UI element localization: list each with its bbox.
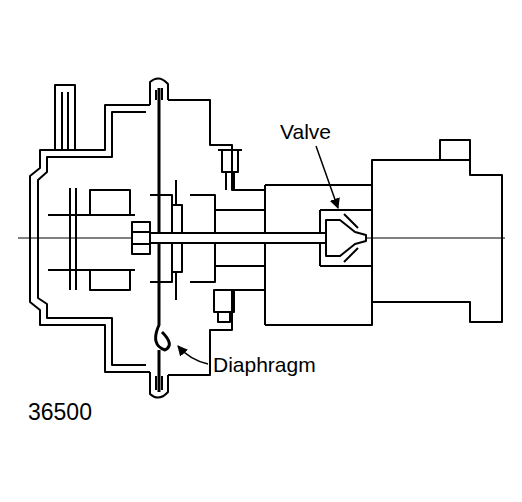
valve-seat [344, 214, 358, 262]
nut [132, 222, 150, 254]
screw [218, 150, 242, 190]
valve-shaft [140, 233, 328, 243]
leader-line [316, 146, 338, 208]
housing-cover [30, 105, 150, 372]
diaphragm [156, 88, 170, 350]
figure-number: 36500 [28, 400, 92, 425]
valve-cone [326, 220, 366, 256]
diaphragm [158, 350, 161, 392]
leader-line [178, 346, 208, 364]
fitting [214, 290, 234, 322]
part-label: Diaphragm [213, 353, 316, 376]
part-label: Valve [280, 120, 331, 143]
fitting-tube [55, 85, 75, 150]
